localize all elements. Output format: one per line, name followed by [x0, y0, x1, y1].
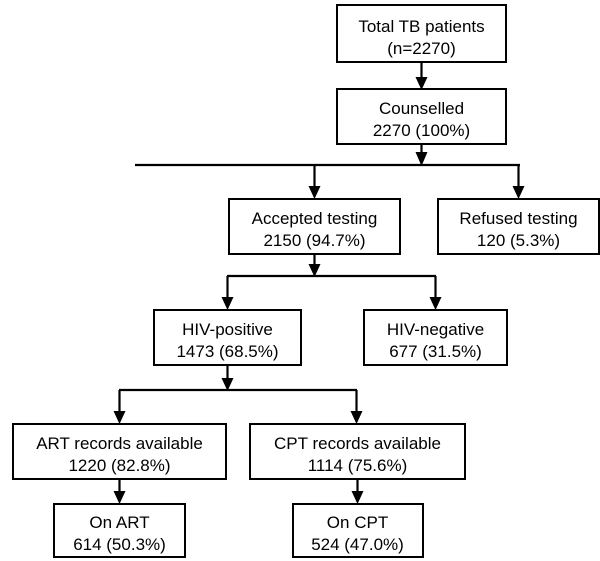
node-accepted-testing-line2: 2150 (94.7%) — [263, 231, 365, 250]
node-hiv-positive-line1: HIV-positive — [182, 320, 273, 339]
node-cpt-records-available-line1: CPT records available — [274, 434, 441, 453]
node-total-tb-patients-line2: (n=2270) — [387, 39, 456, 58]
node-counselled-line1: Counselled — [379, 99, 464, 118]
node-layer: Total TB patients (n=2270) Counselled 22… — [12, 4, 600, 558]
node-total-tb-patients-line1: Total TB patients — [358, 17, 484, 36]
node-accepted-testing[interactable]: Accepted testing 2150 (94.7%) — [228, 198, 401, 255]
node-counselled-line2: 2270 (100%) — [373, 121, 470, 140]
edge-hiv-positive-to-split — [119, 365, 357, 392]
node-accepted-testing-line1: Accepted testing — [252, 209, 378, 228]
edge-split-to-refused — [512, 165, 525, 199]
node-hiv-negative-line1: HIV-negative — [387, 320, 484, 339]
edge-split-to-cpt-records — [350, 390, 363, 424]
node-hiv-negative[interactable]: HIV-negative 677 (31.5%) — [363, 309, 508, 366]
node-art-records-available-line2: 1220 (82.8%) — [68, 456, 170, 475]
node-hiv-positive[interactable]: HIV-positive 1473 (68.5%) — [153, 309, 302, 366]
node-refused-testing-line1: Refused testing — [459, 209, 577, 228]
node-on-cpt-line1: On CPT — [327, 513, 388, 532]
node-cpt-records-available[interactable]: CPT records available 1114 (75.6%) — [249, 423, 466, 480]
node-on-art-line2: 614 (50.3%) — [73, 535, 166, 554]
node-on-cpt[interactable]: On CPT 524 (47.0%) — [292, 503, 424, 558]
node-total-tb-patients[interactable]: Total TB patients (n=2270) — [336, 4, 507, 63]
node-refused-testing-line2: 120 (5.3%) — [477, 231, 560, 250]
node-on-art-line1: On ART — [89, 513, 149, 532]
edge-split-to-art-records — [113, 390, 126, 424]
node-on-cpt-line2: 524 (47.0%) — [311, 535, 404, 554]
edge-split-to-hiv-positive — [221, 276, 234, 310]
node-counselled[interactable]: Counselled 2270 (100%) — [336, 88, 507, 145]
edge-accepted-to-split — [227, 254, 436, 278]
node-on-art[interactable]: On ART 614 (50.3%) — [53, 503, 186, 558]
node-refused-testing[interactable]: Refused testing 120 (5.3%) — [437, 198, 600, 255]
edge-cpt-records-to-on-cpt — [351, 479, 364, 504]
edge-total-to-counselled — [415, 62, 428, 90]
node-hiv-positive-line2: 1473 (68.5%) — [176, 342, 278, 361]
edge-counselled-to-split — [135, 144, 520, 167]
node-hiv-negative-line2: 677 (31.5%) — [389, 342, 482, 361]
node-cpt-records-available-line2: 1114 (75.6%) — [308, 456, 408, 475]
connector-layer — [113, 62, 525, 504]
edge-art-records-to-on-art — [113, 479, 126, 504]
node-art-records-available-line1: ART records available — [36, 434, 203, 453]
node-art-records-available[interactable]: ART records available 1220 (82.8%) — [12, 423, 227, 480]
edge-split-to-hiv-negative — [429, 276, 442, 310]
edge-split-to-accepted — [308, 165, 321, 199]
